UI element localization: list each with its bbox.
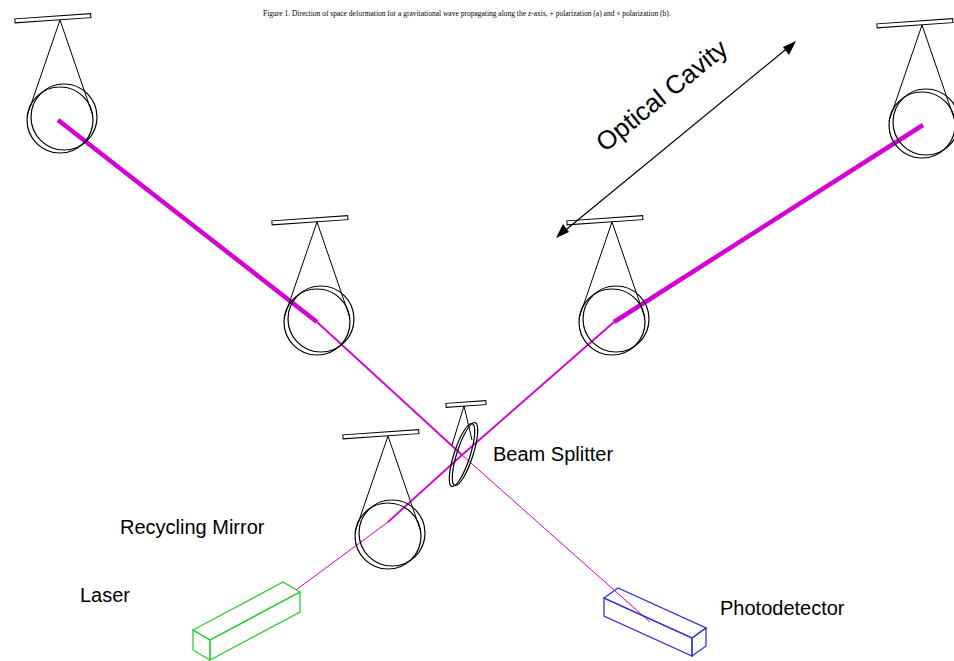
cavity-label: Optical Cavity (590, 34, 733, 158)
figure-caption: Figure 1. Direction of space deformation… (263, 9, 708, 19)
part-label: Beam Splitter (493, 443, 613, 466)
part-label: Photodetector (720, 597, 845, 620)
part-label: Recycling Mirror (120, 516, 264, 539)
recycling-mirror (343, 430, 425, 569)
photodetector-box (604, 588, 706, 656)
laser-beams (58, 120, 923, 622)
end-mirror (15, 14, 97, 153)
laser-box (193, 582, 300, 660)
end-mirror (877, 19, 954, 158)
input-mirror (272, 216, 354, 355)
beam-splitter (444, 401, 486, 489)
part-label: Laser (80, 584, 130, 607)
input-mirror (567, 216, 649, 355)
